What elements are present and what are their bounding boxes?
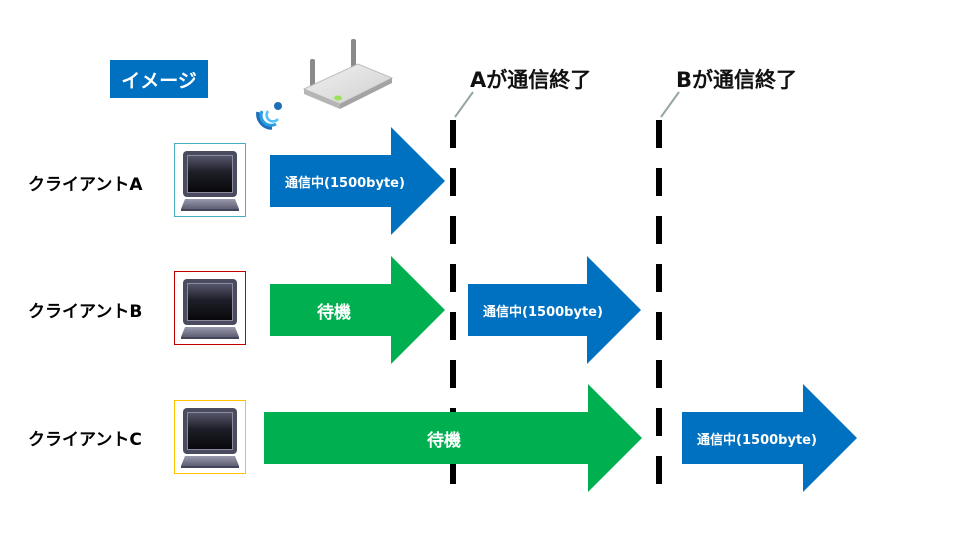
- arrow-c-transmit-label: 通信中(1500byte): [697, 432, 817, 448]
- leader-line-b: [660, 91, 680, 118]
- arrow-shape: [264, 384, 642, 492]
- wifi-router-icon: [302, 39, 394, 109]
- arrow-b-wait-label: 待機: [317, 302, 351, 323]
- arrow-polygon: [682, 384, 857, 492]
- client-b-laptop: [174, 271, 246, 345]
- client-a-laptop: [174, 143, 246, 217]
- arrow-polygon: [264, 384, 642, 492]
- arrow-shape: [270, 256, 445, 364]
- arrow-b-transmit: 通信中(1500byte): [468, 256, 641, 364]
- client-b-label: クライアントB: [28, 302, 143, 322]
- arrow-shape: [270, 127, 445, 235]
- wifi-signal-icon: [256, 102, 282, 130]
- laptop-icon: [181, 279, 239, 339]
- image-badge: イメージ: [110, 60, 208, 98]
- arrow-c-transmit: 通信中(1500byte): [682, 384, 857, 492]
- client-a-label: クライアントA: [28, 175, 143, 195]
- leader-line-a: [454, 91, 474, 118]
- event-label-a-done: Aが通信終了: [470, 68, 592, 92]
- arrow-a-transmit-label: 通信中(1500byte): [285, 175, 405, 191]
- client-c-label: クライアントC: [28, 430, 142, 450]
- arrow-c-wait-label: 待機: [427, 430, 461, 451]
- client-c-laptop: [174, 400, 246, 474]
- event-label-b-done: Bが通信終了: [676, 68, 798, 92]
- arrow-polygon: [468, 256, 641, 364]
- arrow-polygon: [270, 127, 445, 235]
- arrow-b-transmit-label: 通信中(1500byte): [483, 304, 603, 320]
- laptop-icon: [181, 151, 239, 211]
- arrow-b-wait: 待機: [270, 256, 445, 364]
- arrow-shape: [468, 256, 641, 364]
- laptop-icon: [181, 408, 239, 468]
- arrow-shape: [682, 384, 857, 492]
- arrow-polygon: [270, 256, 445, 364]
- arrow-c-wait: 待機: [264, 384, 642, 492]
- arrow-a-transmit: 通信中(1500byte): [270, 127, 445, 235]
